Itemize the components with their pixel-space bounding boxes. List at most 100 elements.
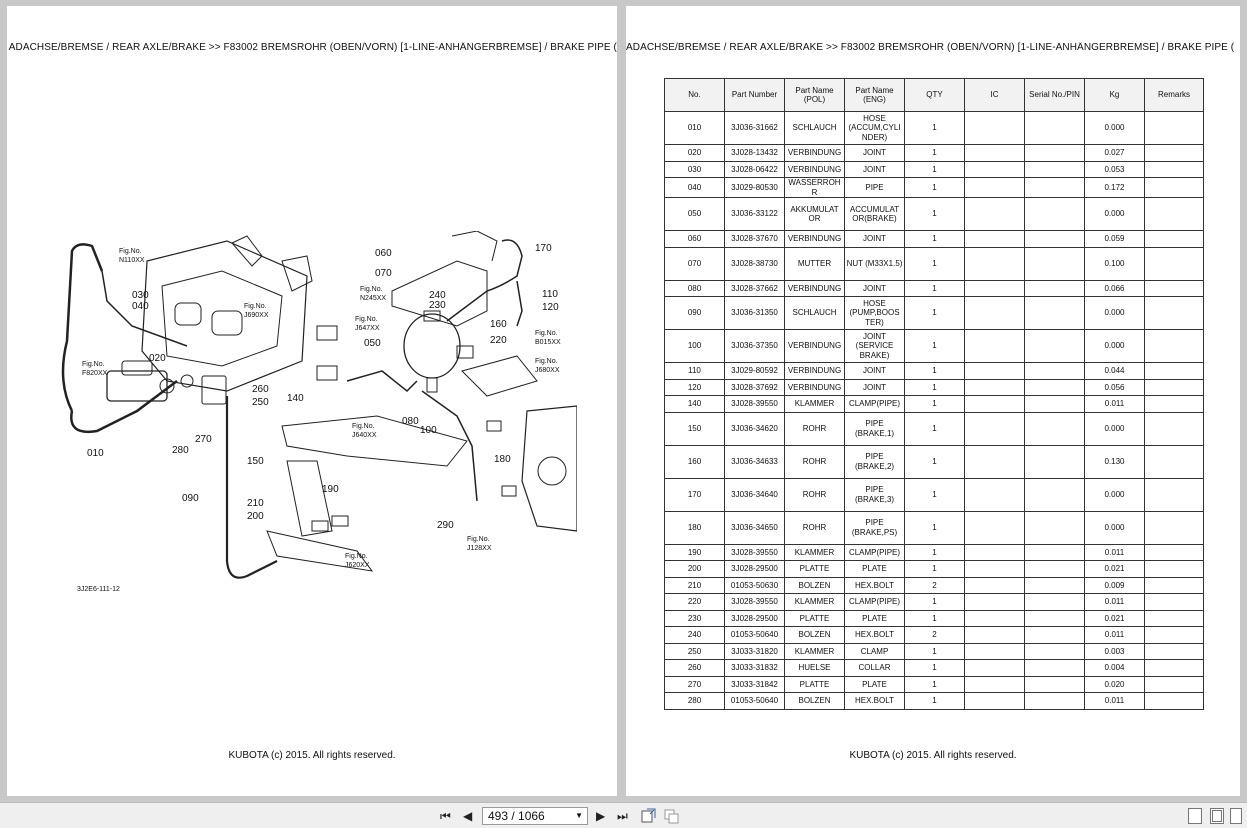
cell-serial-pin bbox=[1024, 411, 1085, 446]
cell-ic bbox=[964, 362, 1025, 380]
column-header-part-name-pol: Part Name (POL) bbox=[784, 78, 845, 112]
callout-080: 080 bbox=[402, 416, 419, 427]
fig-ref-label: Fig.No. bbox=[535, 358, 558, 365]
callout-290: 290 bbox=[437, 520, 454, 531]
next-page-icon[interactable]: ▶ bbox=[596, 809, 606, 823]
fig-ref-label: Fig.No. bbox=[345, 553, 368, 560]
cell-part-name-pol: VERBINDUNG bbox=[784, 160, 845, 178]
last-page-icon[interactable]: ⏭ bbox=[617, 809, 628, 823]
cell-part-name-eng: JOINT bbox=[844, 230, 905, 248]
cell-part-number: 3J028-37692 bbox=[724, 378, 785, 396]
cell-part-name-eng: CLAMP(PIPE) bbox=[844, 395, 905, 413]
cell-part-name-eng: HEX.BOLT bbox=[844, 692, 905, 710]
cell-qty: 1 bbox=[904, 675, 965, 693]
cell-part-number: 01053-50640 bbox=[724, 692, 785, 710]
cell-no: 170 bbox=[664, 477, 725, 512]
parts-diagram: 010 020 030 040 050 060 070 080 090 100 … bbox=[61, 231, 577, 593]
cell-serial-pin bbox=[1024, 230, 1085, 248]
cell-serial-pin bbox=[1024, 395, 1085, 413]
continuous-view-icon[interactable] bbox=[1210, 808, 1224, 824]
cell-kg: 0.056 bbox=[1084, 378, 1145, 396]
cell-no: 160 bbox=[664, 444, 725, 479]
cell-part-name-pol: KLAMMER bbox=[784, 395, 845, 413]
cell-qty: 1 bbox=[904, 296, 965, 330]
single-page-view-icon[interactable] bbox=[1188, 808, 1202, 824]
cell-serial-pin bbox=[1024, 378, 1085, 396]
cell-part-number: 3J028-13432 bbox=[724, 144, 785, 162]
cell-part-name-eng: PIPE (BRAKE,2) bbox=[844, 444, 905, 479]
cell-remarks bbox=[1144, 444, 1204, 479]
cell-part-number: 3J028-39550 bbox=[724, 593, 785, 611]
cell-part-name-pol: SCHLAUCH bbox=[784, 111, 845, 145]
cell-no: 250 bbox=[664, 642, 725, 660]
cell-remarks bbox=[1144, 246, 1204, 281]
callout-200: 200 bbox=[247, 511, 264, 522]
cell-serial-pin bbox=[1024, 510, 1085, 545]
first-page-icon[interactable]: ⏮ bbox=[440, 809, 451, 823]
fit-width-icon[interactable] bbox=[664, 808, 680, 824]
cell-part-number: 3J028-06422 bbox=[724, 160, 785, 178]
fit-page-icon[interactable] bbox=[641, 808, 657, 824]
callout-280: 280 bbox=[172, 445, 189, 456]
callout-070: 070 bbox=[375, 268, 392, 279]
cell-no: 140 bbox=[664, 395, 725, 413]
cell-serial-pin bbox=[1024, 160, 1085, 178]
fig-ref-label: Fig.No. bbox=[82, 361, 105, 368]
cell-no: 200 bbox=[664, 560, 725, 578]
cell-kg: 0.011 bbox=[1084, 626, 1145, 644]
cell-ic bbox=[964, 395, 1025, 413]
cell-kg: 0.009 bbox=[1084, 576, 1145, 594]
cell-kg: 0.130 bbox=[1084, 444, 1145, 479]
callout-250: 250 bbox=[252, 397, 269, 408]
cell-qty: 1 bbox=[904, 444, 965, 479]
cell-ic bbox=[964, 378, 1025, 396]
cell-kg: 0.000 bbox=[1084, 411, 1145, 446]
cell-kg: 0.053 bbox=[1084, 160, 1145, 178]
cell-part-number: 3J029-80592 bbox=[724, 362, 785, 380]
page-number-select[interactable]: 493 / 1066 ▼ bbox=[482, 807, 588, 825]
column-header-kg: Kg bbox=[1084, 78, 1145, 112]
cell-kg: 0.059 bbox=[1084, 230, 1145, 248]
cell-ic bbox=[964, 576, 1025, 594]
cell-qty: 1 bbox=[904, 543, 965, 561]
cell-kg: 0.003 bbox=[1084, 642, 1145, 660]
cell-part-name-pol: MUTTER bbox=[784, 246, 845, 281]
cell-kg: 0.021 bbox=[1084, 609, 1145, 627]
cell-ic bbox=[964, 675, 1025, 693]
fig-ref-label: Fig.No. bbox=[360, 286, 383, 293]
cell-part-name-eng: HEX.BOLT bbox=[844, 626, 905, 644]
cell-part-name-eng: PLATE bbox=[844, 675, 905, 693]
fig-ref-n110: N110XX bbox=[119, 257, 145, 264]
cell-remarks bbox=[1144, 177, 1204, 198]
callout-150: 150 bbox=[247, 456, 264, 467]
cell-no: 040 bbox=[664, 177, 725, 198]
chevron-down-icon: ▼ bbox=[575, 811, 583, 820]
cell-no: 020 bbox=[664, 144, 725, 162]
cell-kg: 0.004 bbox=[1084, 659, 1145, 677]
cell-part-number: 3J036-33122 bbox=[724, 197, 785, 231]
fig-ref-j680: J680XX bbox=[535, 367, 560, 374]
prev-page-icon[interactable]: ◀ bbox=[463, 809, 473, 823]
callout-120: 120 bbox=[542, 302, 559, 313]
cell-remarks bbox=[1144, 411, 1204, 446]
cell-ic bbox=[964, 642, 1025, 660]
cell-kg: 0.000 bbox=[1084, 296, 1145, 330]
cell-kg: 0.011 bbox=[1084, 395, 1145, 413]
page-header-left: ADACHSE/BREMSE / REAR AXLE/BRAKE >> F830… bbox=[8, 42, 617, 53]
facing-view-icon[interactable] bbox=[1230, 808, 1242, 824]
cell-no: 120 bbox=[664, 378, 725, 396]
cell-kg: 0.172 bbox=[1084, 177, 1145, 198]
cell-qty: 1 bbox=[904, 177, 965, 198]
